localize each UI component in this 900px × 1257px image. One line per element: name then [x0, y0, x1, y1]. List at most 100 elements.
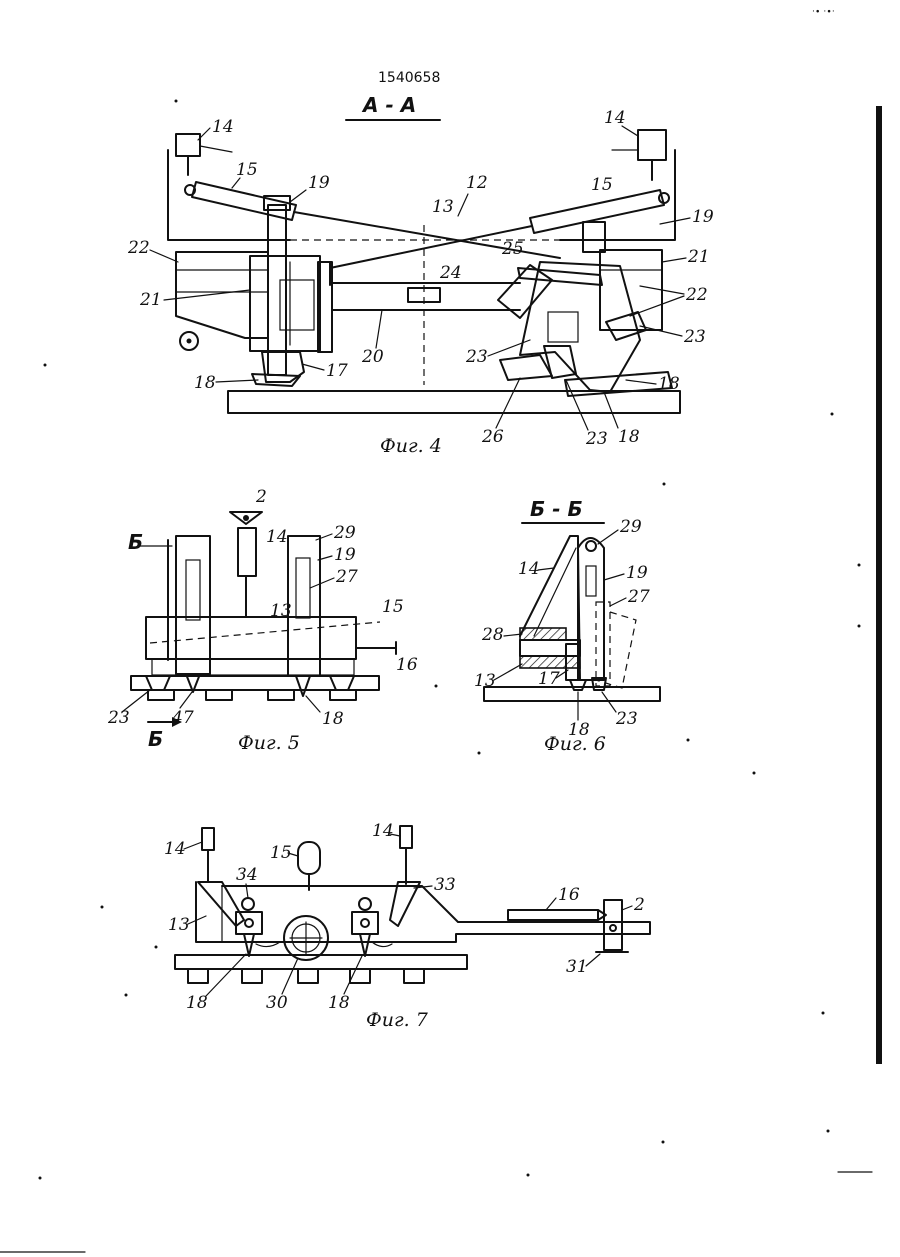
fig4-label-13: 13 — [432, 197, 454, 217]
fig4-label-14-left: 14 — [212, 117, 234, 137]
fig5-leader-23 — [122, 690, 150, 712]
fig4-label-23-bottom: 23 — [585, 429, 608, 449]
fig6-pivot-29 — [586, 541, 596, 551]
fig7-rod-16 — [508, 910, 598, 920]
fig5-cylinder-14 — [238, 528, 256, 576]
fig6-clamp-18 — [570, 680, 586, 690]
fig7-label-18-left: 18 — [186, 993, 208, 1013]
fig4-leader-19-left — [290, 190, 306, 202]
fig7-left-tine-18 — [244, 934, 254, 956]
fig4-label-19-left: 19 — [308, 173, 330, 193]
fig4-label-19-right: 19 — [692, 207, 714, 227]
fig7-right-pulley — [359, 898, 371, 910]
fig4-section-title: А - А — [361, 93, 416, 117]
figure-6: Б - Б 29 14 19 27 28 13 17 18 — [474, 497, 660, 755]
fig6-leader-27 — [610, 598, 626, 606]
fig4-label-26: 26 — [481, 427, 504, 447]
fig5-top-pin — [243, 515, 249, 521]
fig4-label-24: 24 — [439, 263, 462, 283]
fig4-leader-12 — [458, 194, 468, 216]
scan-specks — [39, 100, 861, 1180]
fig5-leader-27 — [310, 578, 334, 588]
fig4-label-21-left: 21 — [139, 290, 162, 310]
fig4-leader-17 — [302, 364, 324, 370]
fig7-label-34: 34 — [236, 865, 258, 885]
fig5-left-roller-23 — [146, 676, 170, 690]
fig7-label-30: 30 — [266, 993, 288, 1013]
fig7-label-2: 2 — [633, 895, 645, 915]
fig6-base — [484, 687, 660, 701]
fig7-leader-18-right — [344, 956, 362, 994]
fig6-column-19 — [578, 538, 604, 680]
fig7-label-31: 31 — [566, 957, 588, 977]
fig4-left-column-19 — [268, 205, 286, 375]
fig4-right-clamp-23-a — [544, 346, 576, 378]
fig7-caption: Фиг. 7 — [366, 1009, 429, 1031]
fig5-label-15: 15 — [382, 597, 404, 617]
fig7-leader-2 — [622, 906, 632, 910]
fig4-label-12: 12 — [466, 173, 488, 193]
fig4-label-23-mid: 23 — [465, 347, 488, 367]
fig7-right-tool-block — [352, 912, 378, 934]
fig6-section-title: Б - Б — [530, 497, 583, 521]
fig5-right-cylinder-27 — [296, 558, 310, 618]
fig7-mount-2-hole — [610, 925, 616, 931]
fig4-left-housing — [176, 252, 268, 338]
fig4-cylinder-14-right — [638, 130, 666, 160]
fig4-right-frame — [560, 150, 675, 240]
fig4-right-column-19 — [583, 222, 605, 252]
fig4-leader-22-left — [150, 250, 178, 262]
fig7-leader-31 — [586, 954, 600, 966]
fig7-label-14-right: 14 — [372, 821, 394, 841]
fig6-label-27: 27 — [627, 587, 650, 607]
fig5-label-29: 29 — [333, 523, 356, 543]
fig4-right-arm-25 — [518, 268, 602, 285]
fig5-centerline — [150, 622, 380, 643]
fig6-leader-14 — [538, 568, 554, 570]
fig7-label-14-left: 14 — [164, 839, 186, 859]
fig4-leader-18-right-top — [626, 380, 656, 384]
fig5-label-18: 18 — [322, 709, 344, 729]
fig5-label-14: 14 — [266, 527, 288, 547]
fig7-rail — [175, 955, 467, 969]
fig7-cylinder-14-right — [400, 826, 412, 848]
fig6-leader-29 — [598, 530, 618, 544]
patent-number: 1540658 — [378, 70, 440, 86]
fig7-leader-16 — [546, 898, 556, 910]
fig4-right-housing — [600, 250, 662, 330]
fig4-cylinder-15-left — [192, 182, 296, 220]
fig5-feet — [152, 659, 354, 675]
fig5-label-B-bottom: Б — [148, 727, 163, 751]
fig5-label-13: 13 — [270, 601, 292, 621]
fig7-right-tool-pin — [361, 919, 369, 927]
fig4-label-25: 25 — [501, 239, 524, 259]
fig6-body-13 — [520, 640, 580, 656]
fig4-right-bracket — [548, 312, 578, 342]
fig7-bracket-33 — [390, 882, 420, 926]
fig4-leader-26 — [496, 378, 520, 428]
fig7-cylinder-14-left — [202, 828, 214, 850]
fig5-main-body-13 — [146, 617, 356, 659]
fig6-leader-19 — [604, 574, 624, 580]
fig4-label-15-left: 15 — [236, 160, 258, 180]
fig7-label-16: 16 — [558, 885, 580, 905]
fig7-leader-14-left — [184, 842, 202, 849]
fig4-base-plate — [228, 391, 680, 413]
fig7-label-33: 33 — [434, 875, 456, 895]
fig5-label-23: 23 — [107, 708, 130, 728]
fig4-label-21-right: 21 — [687, 247, 710, 267]
fig4-label-18-left: 18 — [194, 373, 216, 393]
fig4-caption: Фиг. 4 — [380, 435, 442, 457]
fig4-left-wheel-hub — [187, 339, 192, 344]
fig5-left-column — [176, 536, 210, 674]
fig7-left-pulley-34 — [242, 898, 254, 910]
fig5-label-2: 2 — [255, 487, 267, 507]
fig6-tilted-tool-dashed — [596, 612, 636, 688]
fig4-leader-21-right — [662, 258, 686, 262]
figure-5: 2 14 29 19 27 13 15 16 Б 23 47 18 Б Фиг.… — [107, 487, 418, 754]
fig6-label-14: 14 — [518, 559, 540, 579]
fig5-leader-18 — [306, 696, 320, 712]
fig4-leader-20 — [376, 310, 382, 348]
right-border-bar — [876, 106, 882, 1064]
